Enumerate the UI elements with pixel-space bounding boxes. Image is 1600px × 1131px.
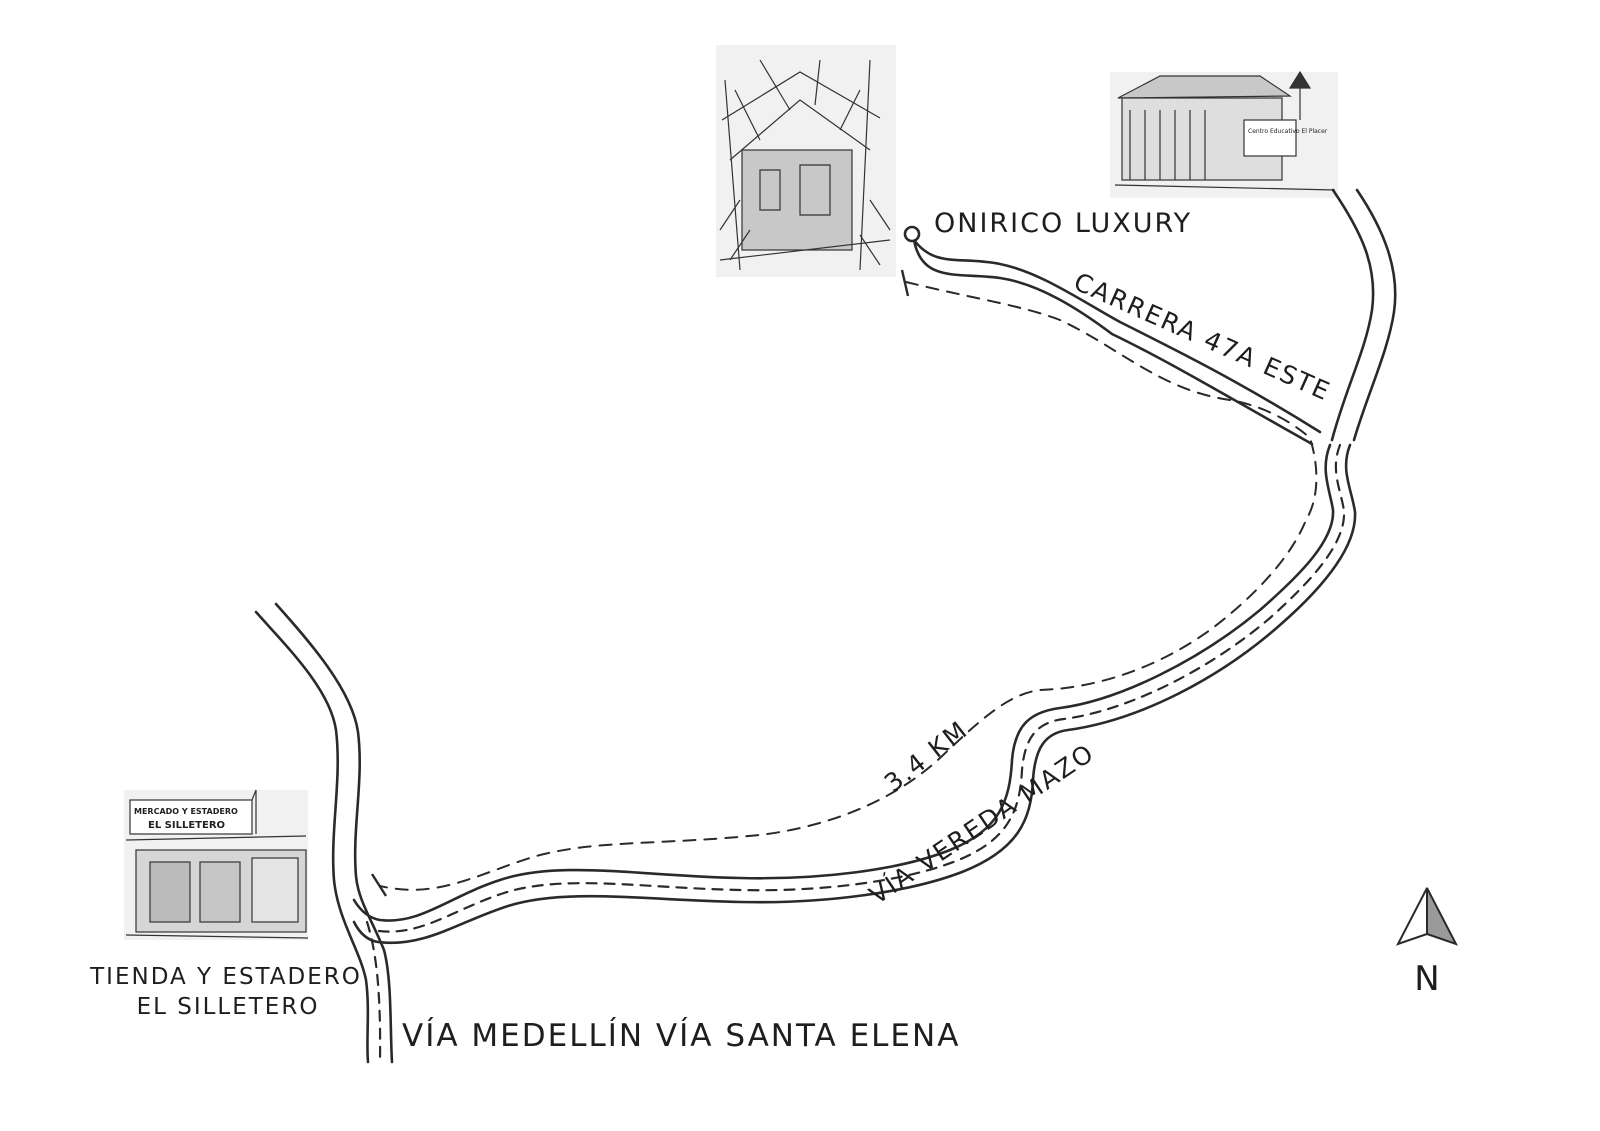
- main-road-label: VÍA MEDELLÍN VÍA SANTA ELENA: [402, 1018, 960, 1054]
- shop-sign-line2: EL SILLETERO: [148, 820, 225, 831]
- route-end-tick: [900, 269, 910, 297]
- shop-sketch: MERCADO Y ESTADERO EL SILLETERO: [124, 789, 309, 940]
- origin-label-line1: TIENDA Y ESTADERO: [89, 964, 362, 990]
- destination-pin-icon: [903, 225, 921, 243]
- road-carrera-47a-este: [912, 238, 1322, 446]
- carrera-label: CARRERA 47A ESTE: [1070, 267, 1336, 407]
- destination-label: ONIRICO LUXURY: [934, 208, 1192, 239]
- distance-label: 3.4 KM: [879, 715, 974, 798]
- cabin-sketch: [716, 45, 896, 277]
- route-path: [370, 269, 1318, 897]
- north-arrow-icon: [1395, 887, 1459, 946]
- route-start-tick: [370, 873, 388, 897]
- school-sign-text: Centro Educativo El Placer: [1248, 128, 1328, 135]
- road-via-vereda-mazo: [352, 443, 1357, 945]
- school-sketch: Centro Educativo El Placer: [1110, 70, 1338, 198]
- north-label: N: [1414, 959, 1441, 999]
- shop-sign-line1: MERCADO Y ESTADERO: [134, 807, 238, 816]
- road-via-medellin-santa-elena: [254, 602, 394, 1064]
- origin-label-line2: EL SILLETERO: [137, 994, 320, 1020]
- road-east-upper: [1330, 188, 1397, 442]
